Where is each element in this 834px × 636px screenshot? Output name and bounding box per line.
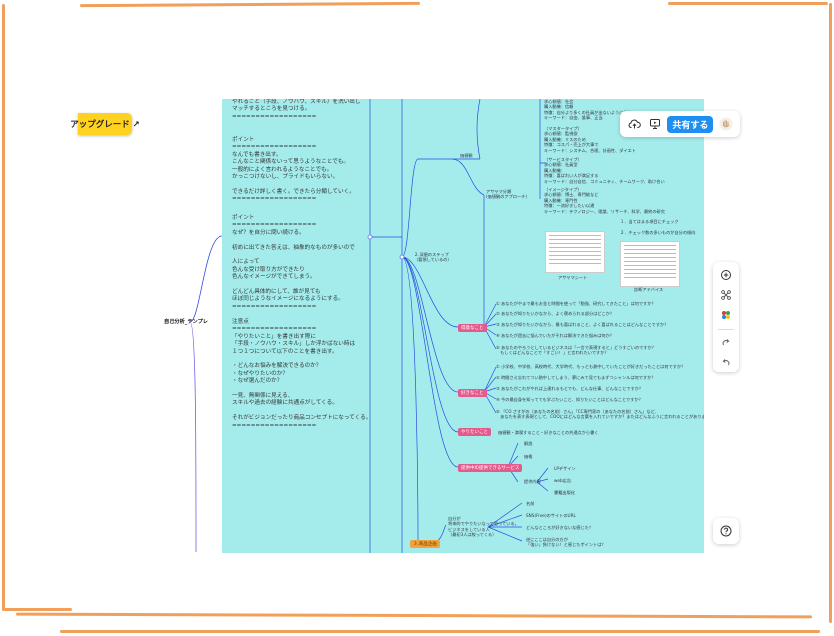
like-item-4: ④ 今の最自身を知ってても学ぶたいこと、知りたいことはどんなことですか？ [496, 397, 643, 402]
service-sub-3: 書籍出版化 [554, 490, 575, 495]
like-item-2: ② 時間さえ忘れてつい熱中してしまう、夢にみて見てもまずつシャンルは何ですか？ [496, 375, 656, 380]
upgrade-button[interactable]: アップグレード ↗ [70, 113, 140, 135]
upload-cloud-icon[interactable] [626, 115, 643, 133]
vision-item-1: 名前 [526, 501, 535, 506]
top-toolbar: 共有する [620, 111, 740, 137]
tool-divider [718, 328, 734, 330]
strength-item-1: ① あなたがやまで最もお金と時間を使って「勉強、研究してきたこと」は何ですか？ [496, 301, 656, 306]
undo-icon[interactable] [717, 355, 735, 372]
asayama-sheet-label: アサヤマシート [558, 275, 588, 280]
user-avatar-icon[interactable] [717, 115, 734, 133]
service-item-3: 提供内容 [524, 479, 541, 484]
strength-item-2: ② あなたが知りたいかなから、よく褒められる部分はどこか？ [496, 311, 615, 316]
node-step2[interactable]: ２.深掘のステップ （要領しているの） [414, 252, 452, 263]
type-image: （イメージタイプ） 求心傾値：博士、専門能など 購入動機：専門性 特徴：一流好き… [544, 187, 665, 214]
service-item-1: 解説 [524, 441, 533, 446]
note-left-top: やれること（手段、ノウハウ、スキル）を洗い出し マッチするところを見つける。 =… [232, 99, 361, 120]
mindmap-connectors [367, 99, 549, 553]
strength-item-4: ④ あなたが過去に悩んでいたがそれは解決できた悩みは何か？ [496, 333, 614, 338]
strength-item-3: ③ あなたが知りたいかなから、最も喜ばれること、よく喜ばれることはどんなことです… [496, 322, 669, 327]
frame-stroke-bottom-2 [60, 630, 820, 633]
note-caution: 注意点 ================== 「やりたいこと」を書き出す際に 「… [232, 319, 372, 429]
connect-icon[interactable] [717, 286, 735, 303]
frame-stroke-bottom-left [2, 608, 72, 611]
presentation-icon[interactable] [647, 115, 664, 133]
advice-label: 診断アドバイス [634, 287, 664, 292]
tag-like[interactable]: 好きなこと [458, 389, 487, 397]
service-sub-1: LPデザイン [554, 466, 576, 471]
share-button[interactable]: 共有する [667, 115, 714, 133]
color-palette-icon[interactable] [717, 306, 735, 323]
mindmap-root[interactable]: 自己分析_テンプレ [164, 319, 208, 325]
tag-strength[interactable]: 得意なこと [458, 324, 487, 332]
mindmap-canvas[interactable]: やれること（手段、ノウハウ、スキル）を洗い出し マッチするところを見つける。 =… [222, 99, 704, 553]
vision-text: 自分が 将来的でやりたいなって思っている。 ビジネスをしている人 （最初3人は絞… [448, 516, 519, 538]
asayama-sheet-thumbnail[interactable] [545, 231, 605, 273]
service-item-2: 価格 [524, 454, 533, 459]
vision-item-3: どんなところが好きないな感じた？ [526, 525, 594, 530]
right-tool-panel [713, 262, 739, 372]
help-icon [720, 525, 732, 537]
tag-want[interactable]: やりたいこと [458, 428, 491, 436]
frame-stroke-left [2, 4, 5, 610]
tag-vision[interactable]: ３.商品企画 [410, 540, 440, 548]
note-point-2: ポイント ================== なぜ？を自分に問い続ける。 初め… [232, 215, 355, 310]
like-item-3: ③ あなたがこれがやれば上達れるもとでも、どんな仕事、どんなことですか？ [496, 386, 644, 391]
want-text: 価値観・満喫すること・好きなことの共通点から書く [498, 430, 599, 435]
frame-stroke-top-left [79, 1, 421, 8]
note-point-1: ポイント ================== なんでも書き出す。 こんなこと関… [232, 137, 355, 203]
vision-item-4: 逆にここは自分の方が 「強い」負けない！と感じたポイントは？ [526, 537, 606, 548]
service-sub-2: web広告 [554, 478, 572, 483]
strength-item-5: ⑤ あなたのやろうとしているビジネスは「一言で表現すると」どうすごいのですか？ … [496, 345, 656, 356]
frame-stroke-top-right [668, 2, 828, 5]
redo-icon[interactable] [717, 335, 735, 352]
node-approach[interactable]: アサヤマ分類 (価値観のアプローチ) [486, 189, 527, 200]
vision-item-2: SNS(Free)のサイトのURL [526, 513, 576, 518]
tag-service[interactable]: 提供中の提供できるサービス [458, 464, 523, 472]
type-master: （マスタータイプ） 求心傾値：監視欲 購入動機：ミスのため 特徴：コスパ・売上が… [544, 126, 636, 153]
check-2: ２．チェック数の多いものが自分の傾向 [620, 230, 696, 235]
type-top: 求心傾値：社会 購入動機：信頼 特徴：自分より多くの社員が出ないように努力 キー… [544, 99, 632, 121]
like-item-1: ① 小学校、中学校、高校時代、大学時代、もっとも熱中していたことが好きだったこと… [496, 364, 686, 369]
type-service: （サービスタイプ） 求心傾値：社員型 購入動機： 特徴：喜ばれい人が満足する キ… [544, 157, 665, 184]
check-1: １．当てはまる項目にチェック [620, 219, 679, 224]
node-type[interactable]: 価値観 [460, 153, 473, 158]
add-node-icon[interactable] [717, 266, 735, 283]
like-item-5: ⑤ 「CO さすがの（あなたの名前）さん」「CC専門家の（あなたの名前）さん」な… [496, 409, 704, 420]
frame-stroke-right [829, 3, 832, 623]
help-button[interactable] [713, 518, 739, 544]
frame-stroke-bottom [15, 612, 813, 619]
advice-thumbnail[interactable] [620, 241, 680, 287]
